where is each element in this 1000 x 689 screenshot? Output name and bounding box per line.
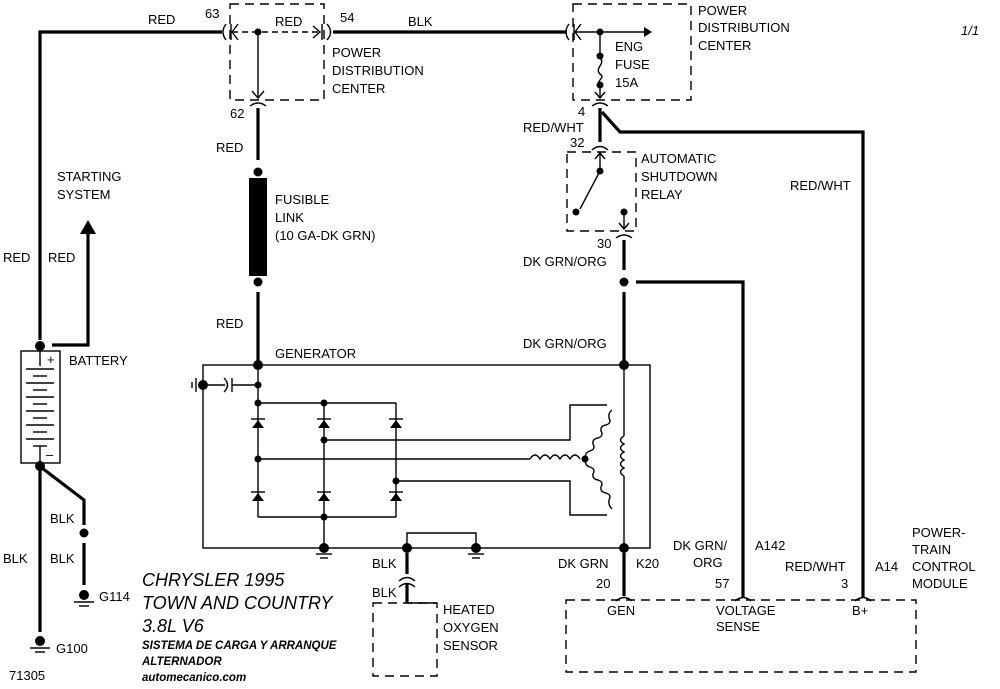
title-engine: 3.8L V6 — [142, 616, 205, 636]
wire-red-to-starting-system — [52, 220, 96, 347]
label-wire-redwht-pcm: RED/WHT — [785, 559, 846, 574]
diode-icon — [389, 491, 403, 501]
asd-relay-label-3: RELAY — [641, 187, 683, 202]
label-wire-red-gen: RED — [216, 316, 243, 331]
label-wire-blk-g114-top: BLK — [50, 511, 75, 526]
label-pin-62: 62 — [230, 106, 244, 121]
pdc-right-label-3: CENTER — [698, 38, 751, 53]
wire-red-62 — [253, 108, 263, 177]
pdc-right-label-2: DISTRIBUTION — [698, 20, 790, 35]
diode-icon — [317, 418, 331, 428]
label-wire-dkgrnorg-30: DK GRN/ORG — [523, 254, 607, 269]
diode-icon — [389, 418, 403, 428]
label-wire-red-62: RED — [216, 140, 243, 155]
label-wire-dkgrnorg-pcm-2: ORG — [693, 555, 723, 570]
pdc-left — [222, 3, 332, 107]
heated-oxygen-sensor — [372, 553, 438, 677]
label-wire-blk-g100: BLK — [3, 551, 28, 566]
label-wire-red-top: RED — [148, 12, 175, 27]
label-pin-4: 4 — [578, 104, 585, 119]
wire-blk-g100 — [30, 470, 50, 653]
o2-sensor-label-1: HEATED — [443, 602, 495, 617]
fusible-link-label-1: FUSIBLE — [275, 192, 330, 207]
page-indicator: 1/1 — [961, 23, 979, 38]
title-component: ALTERNADOR — [141, 656, 222, 668]
asd-relay — [566, 151, 637, 239]
label-pin-32: 32 — [570, 135, 584, 150]
fusible-link-label-2: LINK — [275, 210, 304, 225]
diagram-id: 71305 — [9, 668, 45, 683]
fusible-link — [249, 178, 267, 287]
label-circuit-k20: K20 — [636, 556, 659, 571]
title-model: TOWN AND COUNTRY — [142, 593, 334, 613]
battery-minus: – — [46, 447, 54, 462]
label-wire-blk-g114-bottom: BLK — [50, 551, 75, 566]
label-wire-dkgrn: DK GRN — [558, 556, 609, 571]
arrow-up-icon — [80, 220, 96, 234]
label-wire-redwht-left: RED/WHT — [523, 120, 584, 135]
pcm-pin-voltage-sense-label-1: VOLTAGE — [716, 603, 776, 618]
eng-fuse-label-1: ENG — [615, 39, 643, 54]
asd-relay-label-1: AUTOMATIC — [641, 151, 716, 166]
generator-label: GENERATOR — [275, 346, 356, 361]
ground-g100-label: G100 — [56, 641, 88, 656]
starting-system-label-2: SYSTEM — [57, 187, 110, 202]
pdc-right — [565, 3, 692, 107]
label-pin-63: 63 — [205, 6, 219, 21]
pdc-left-label-2: DISTRIBUTION — [332, 63, 424, 78]
label-pdc-internal-red: RED — [275, 14, 302, 29]
ground-g114-label: G114 — [99, 589, 130, 604]
wire-red-wht — [591, 108, 865, 598]
label-pin-54: 54 — [340, 10, 354, 25]
wire-blk-g114 — [41, 466, 94, 607]
pcm-label-2: TRAIN — [912, 542, 951, 557]
label-pcm-pin-3: 3 — [841, 576, 848, 591]
title-source: automecanico.com — [142, 672, 246, 684]
diode-icon — [251, 418, 265, 428]
label-wire-blk-o2-bottom: BLK — [372, 585, 397, 600]
label-wire-blk-top: BLK — [408, 14, 433, 29]
fusible-link-label-3: (10 GA-DK GRN) — [275, 228, 375, 243]
diode-icon — [317, 491, 331, 501]
label-pin-30: 30 — [597, 236, 611, 251]
pcm-label-1: POWER- — [912, 525, 965, 540]
wire-dkgrn-org — [619, 240, 745, 598]
label-pcm-pin-20: 20 — [596, 576, 610, 591]
starting-system-label-1: STARTING — [57, 169, 122, 184]
powertrain-control-module — [565, 553, 917, 673]
pcm-pin-gen-label: GEN — [607, 603, 635, 618]
wire-red-top — [38, 30, 222, 340]
pdc-left-label-1: POWER — [332, 45, 381, 60]
label-wire-dkgrnorg-gen: DK GRN/ORG — [523, 336, 607, 351]
label-circuit-a14: A14 — [875, 559, 898, 574]
eng-fuse-label-2: FUSE — [615, 57, 650, 72]
label-circuit-a142: A142 — [755, 538, 785, 553]
title-make-year: CHRYSLER 1995 — [142, 570, 285, 590]
title-system: SISTEMA DE CARGA Y ARRANQUE — [142, 640, 337, 652]
eng-fuse-label-3: 15A — [615, 75, 638, 90]
pcm-label-4: MODULE — [912, 576, 968, 591]
label-wire-dkgrnorg-pcm-1: DK GRN/ — [673, 538, 728, 553]
label-wire-red-batt-left: RED — [3, 250, 30, 265]
asd-relay-label-2: SHUTDOWN — [641, 169, 718, 184]
pdc-left-label-3: CENTER — [332, 81, 385, 96]
pcm-label-3: CONTROL — [912, 559, 976, 574]
generator — [191, 360, 651, 559]
label-pcm-pin-57: 57 — [715, 576, 729, 591]
label-wire-red-batt-right: RED — [48, 250, 75, 265]
o2-sensor-label-3: SENSOR — [443, 638, 498, 653]
battery — [20, 341, 61, 471]
pcm-pin-b-plus-label: B+ — [852, 603, 868, 618]
diode-icon — [251, 491, 265, 501]
label-wire-blk-o2-top: BLK — [372, 556, 397, 571]
battery-plus: + — [47, 352, 55, 367]
o2-sensor-label-2: OXYGEN — [443, 620, 499, 635]
label-wire-redwht-right: RED/WHT — [790, 178, 851, 193]
pdc-right-label-1: POWER — [698, 3, 747, 18]
battery-label: BATTERY — [69, 353, 128, 368]
pcm-pin-voltage-sense-label-2: SENSE — [716, 619, 760, 634]
